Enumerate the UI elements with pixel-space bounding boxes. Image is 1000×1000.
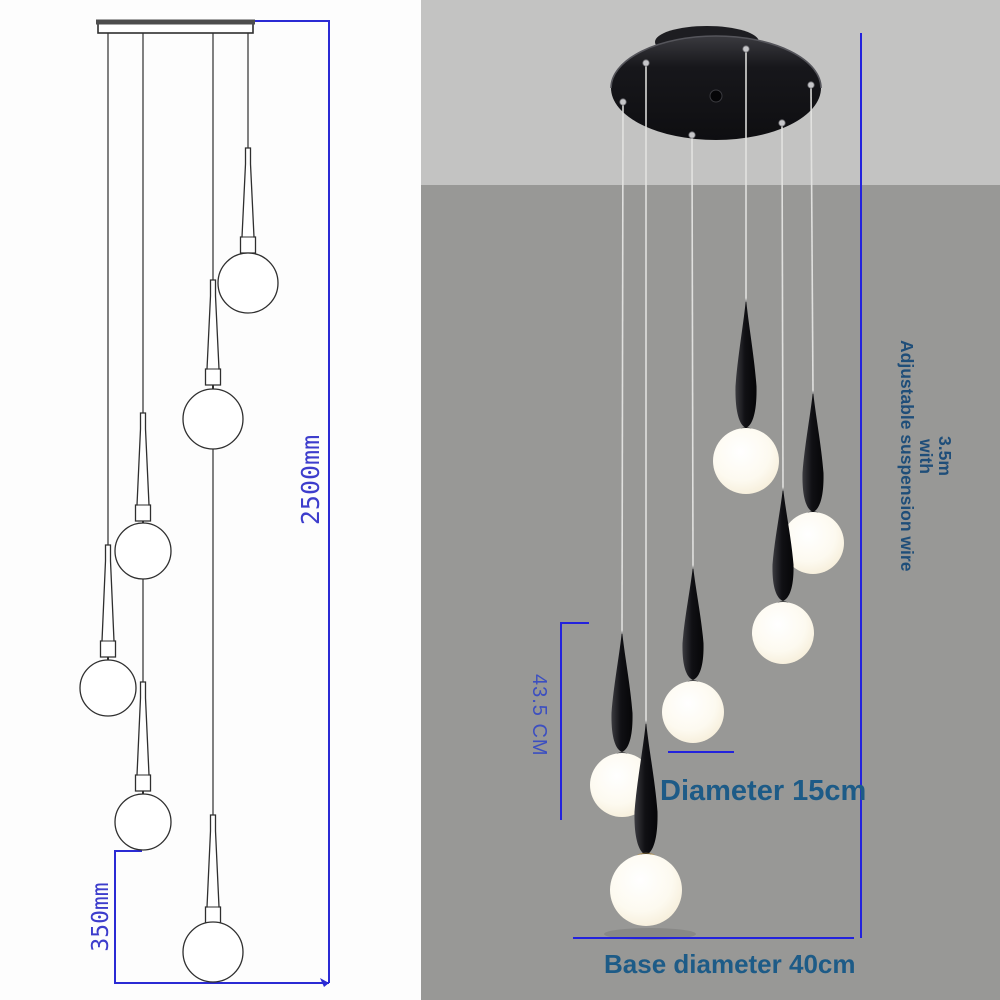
photo-glass-sphere	[662, 681, 724, 743]
drawing-glass-sphere	[79, 659, 137, 717]
photo-pendant-cone	[772, 487, 794, 601]
canopy-screw	[688, 131, 696, 139]
photo-suspension-wire	[621, 104, 624, 635]
drawing-pendant-cone	[239, 147, 257, 254]
drawing-pendant-cone	[134, 681, 152, 792]
bottom-spacing-dimension-label: 350mm	[88, 882, 114, 952]
ceiling-canopy-disc	[611, 36, 821, 140]
drawing-glass-sphere	[114, 522, 172, 580]
canopy-screw	[742, 45, 750, 53]
suspension-height-dimension-line	[860, 33, 862, 938]
canopy-screw	[807, 81, 815, 89]
drawing-glass-sphere	[182, 921, 244, 983]
photo-pendant-cone	[735, 298, 757, 428]
drawing-total-height-dim	[253, 20, 330, 983]
sphere-diameter-dimension-line	[668, 751, 734, 753]
photo-glass-sphere	[782, 512, 844, 574]
photo-pendant-cone	[634, 720, 658, 855]
dimension-arrowhead	[320, 978, 329, 987]
pendant-height-label: 43.5 CM	[528, 673, 550, 757]
photo-suspension-wire	[691, 137, 694, 570]
canopy-rim-highlight	[610, 35, 822, 89]
photo-glass-sphere	[713, 428, 779, 494]
drawing-pendant-cone	[204, 279, 222, 386]
canopy-screw	[642, 59, 650, 67]
photo-suspension-wire	[810, 87, 814, 395]
photo-glass-sphere	[610, 854, 682, 926]
sphere-diameter-label: Diameter 15cm	[660, 775, 867, 807]
drawing-glass-sphere	[182, 388, 244, 450]
photo-background-lower-band	[421, 185, 1000, 1000]
photo-glass-sphere	[752, 602, 814, 664]
overall-drop-dimension-label: 2500mm	[296, 434, 325, 526]
photo-pendant-cone	[682, 565, 704, 680]
adjustable-wire-note-line2: 3.5m	[935, 436, 955, 476]
photo-suspension-wire	[781, 125, 784, 492]
photo-pendant-cone	[802, 390, 824, 512]
pendant-height-dimension-line	[560, 622, 562, 820]
drawing-glass-sphere	[114, 793, 172, 851]
canopy-center-knob	[709, 89, 723, 103]
base-diameter-label: Base diameter 40cm	[604, 949, 856, 979]
photo-pendant-cone	[611, 630, 633, 752]
drawing-bottom-dim	[114, 850, 329, 984]
drawing-glass-sphere	[217, 252, 279, 314]
drawing-pendant-cone	[99, 544, 117, 658]
canopy-screw	[619, 98, 627, 106]
adjustable-wire-note-line1: Adjustable suspension wire with	[897, 340, 936, 572]
canopy-screw	[778, 119, 786, 127]
pendant-height-dimension-tick	[561, 622, 589, 624]
base-diameter-dimension-line	[573, 937, 854, 939]
drawing-pendant-cone	[134, 412, 152, 522]
